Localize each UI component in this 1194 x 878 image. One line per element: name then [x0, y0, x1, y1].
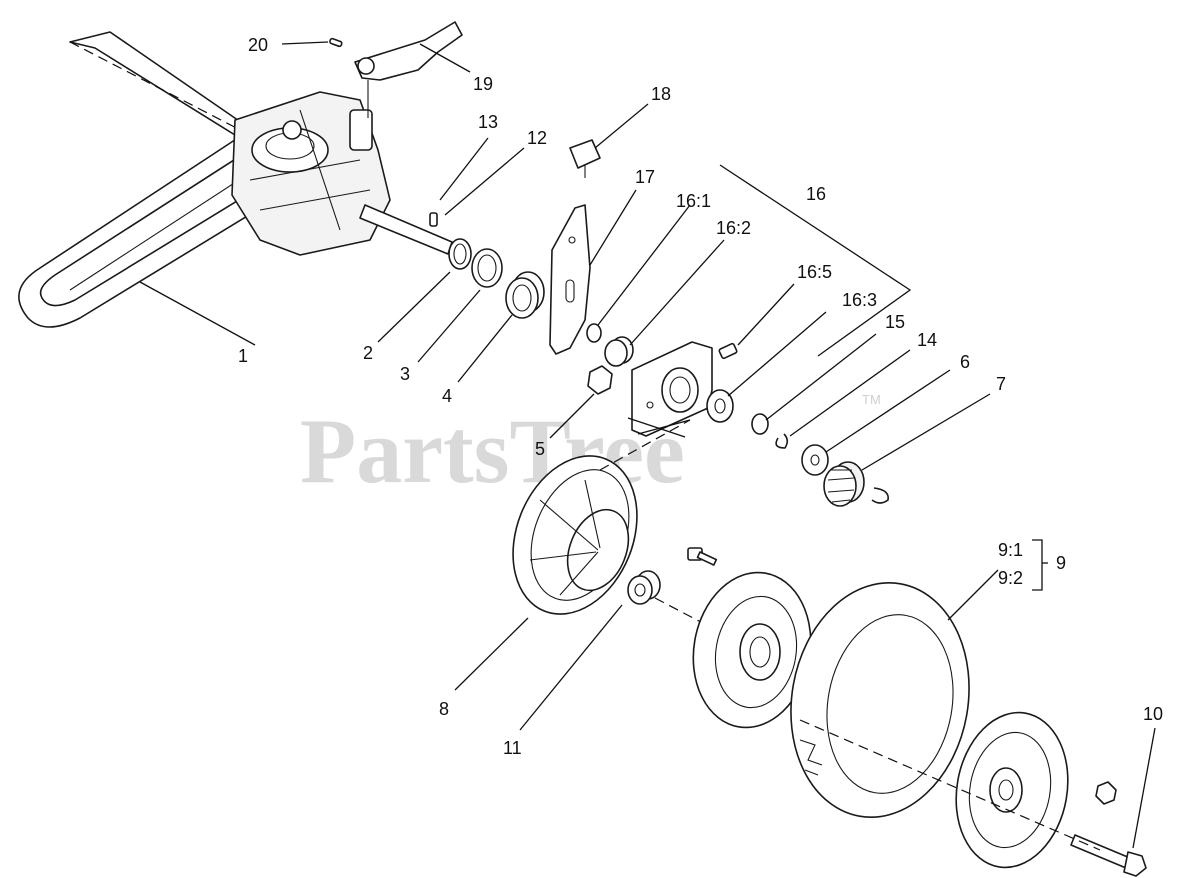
part-spacer-11[interactable] [627, 570, 661, 605]
leader-lines [139, 41, 1156, 849]
part-clip-14[interactable] [775, 433, 789, 449]
callout-20[interactable]: 20 [248, 35, 268, 55]
callout-2[interactable]: 2 [363, 343, 373, 363]
callout-7[interactable]: 7 [996, 374, 1006, 394]
callout-9-2[interactable]: 9:2 [998, 568, 1023, 588]
callout-11[interactable]: 11 [503, 738, 522, 758]
part-bracket-17[interactable] [549, 204, 591, 355]
callout-16-3[interactable]: 16:3 [842, 290, 877, 310]
part-transmission[interactable] [231, 91, 391, 256]
part-pin-20[interactable] [329, 37, 343, 48]
callout-19[interactable]: 19 [473, 74, 493, 94]
part-washer-6[interactable] [801, 444, 829, 476]
part-16-5[interactable] [718, 342, 738, 360]
part-16-1[interactable] [586, 323, 602, 343]
axis-line-cover [599, 419, 691, 471]
callout-13[interactable]: 13 [478, 112, 498, 132]
callout-1[interactable]: 1 [238, 346, 248, 366]
callout-18[interactable]: 18 [651, 84, 671, 104]
callout-12[interactable]: 12 [527, 128, 547, 148]
callout-9[interactable]: 9 [1056, 553, 1066, 573]
part-16-2[interactable] [604, 336, 634, 367]
part-washer-15[interactable] [751, 413, 769, 435]
callout-3[interactable]: 3 [400, 364, 410, 384]
callout-16-5[interactable]: 16:5 [797, 262, 832, 282]
part-axle-shaft[interactable] [359, 204, 453, 255]
callout-14[interactable]: 14 [917, 330, 937, 350]
callout-4[interactable]: 4 [442, 386, 452, 406]
part-bushing-4[interactable] [505, 271, 545, 319]
callout-16-2[interactable]: 16:2 [716, 218, 751, 238]
part-retaining-ring-2[interactable] [448, 238, 472, 270]
part-16-3[interactable] [706, 389, 734, 423]
callout-17[interactable]: 17 [635, 167, 655, 187]
axis-line-wheel [799, 719, 1101, 851]
part-gear-7[interactable] [823, 461, 890, 507]
part-shift-lever[interactable] [354, 21, 463, 118]
part-clip-18[interactable] [569, 139, 601, 178]
axis-line-shaft [69, 41, 251, 136]
callout-6[interactable]: 6 [960, 352, 970, 372]
part-nut-outer[interactable] [1095, 781, 1117, 805]
callout-16[interactable]: 16 [806, 184, 826, 204]
callout-9-1[interactable]: 9:1 [998, 540, 1023, 560]
part-wheel-cover-8[interactable] [491, 437, 660, 633]
watermark-trademark: TM [862, 392, 881, 407]
part-washer-3[interactable] [471, 248, 503, 288]
part-bearing-housing-16[interactable] [631, 341, 713, 437]
callout-15[interactable]: 15 [885, 312, 905, 332]
part-nut-5[interactable] [587, 365, 613, 395]
part-wheel-hub-inner[interactable] [681, 563, 822, 737]
part-hub-bolt[interactable] [687, 547, 718, 566]
callout-8[interactable]: 8 [439, 699, 449, 719]
callout-5[interactable]: 5 [535, 439, 545, 459]
callout-10[interactable]: 10 [1143, 704, 1163, 724]
callout-16-1[interactable]: 16:1 [676, 191, 711, 211]
part-tire[interactable] [773, 569, 987, 832]
part-wheel-hub-outer[interactable] [944, 704, 1079, 877]
callout-labels: 20 19 18 13 12 17 16 16:1 16:2 16:5 16:3… [238, 35, 1163, 758]
part-key-13[interactable] [429, 212, 438, 227]
